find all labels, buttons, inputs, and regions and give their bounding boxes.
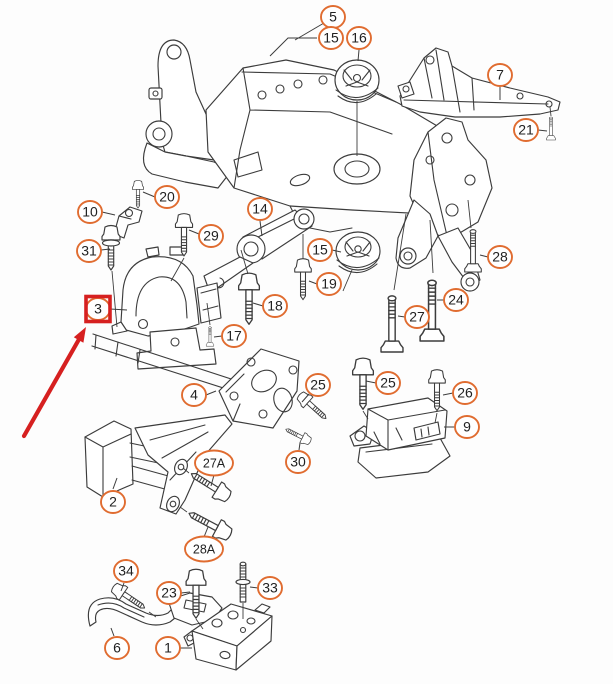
bolt-31 — [101, 224, 121, 271]
svg-text:19: 19 — [321, 276, 337, 292]
callout-14: 14 — [247, 197, 273, 237]
svg-text:10: 10 — [82, 204, 98, 220]
stud-33-drawing — [235, 561, 251, 603]
pendulum-support-14-drawing — [203, 208, 315, 294]
callout-28a: 28A — [184, 526, 224, 563]
svg-text:31: 31 — [81, 243, 97, 259]
support-bracket-2-drawing — [84, 414, 233, 515]
svg-text:33: 33 — [262, 580, 278, 596]
callout-25: 25 — [365, 371, 401, 395]
assembly-axis-lines — [111, 101, 552, 630]
callout-5: 5 — [294, 5, 346, 41]
bolt-19 — [294, 258, 312, 301]
svg-text:25: 25 — [380, 375, 396, 391]
callout-34: 34 — [113, 559, 139, 592]
callout-4: 4 — [181, 383, 217, 407]
highlight-arrow — [21, 327, 86, 439]
svg-text:21: 21 — [518, 122, 534, 138]
svg-text:20: 20 — [159, 189, 175, 205]
svg-text:5: 5 — [329, 9, 337, 25]
callout-7: 7 — [487, 63, 513, 100]
callout-23: 23 — [156, 581, 191, 605]
callout-15: 15 — [307, 238, 342, 262]
callout-17: 17 — [213, 324, 247, 348]
svg-text:14: 14 — [252, 201, 268, 217]
svg-text:28: 28 — [492, 249, 508, 265]
callout-26: 26 — [442, 381, 478, 405]
callout-15: 15 — [269, 26, 344, 57]
svg-text:3: 3 — [94, 301, 102, 317]
bolt-27 — [380, 295, 404, 353]
callout-29: 29 — [188, 224, 224, 248]
callout-25: 25 — [301, 373, 331, 403]
bolt-30 — [282, 423, 314, 448]
strap-6-drawing — [87, 592, 223, 627]
callout-31: 31 — [76, 239, 111, 263]
callout-24: 24 — [437, 288, 469, 312]
support-block-1-drawing — [183, 603, 273, 671]
svg-text:6: 6 — [113, 640, 121, 656]
callout-33: 33 — [249, 576, 283, 600]
svg-text:30: 30 — [290, 454, 306, 470]
svg-text:15: 15 — [323, 30, 339, 46]
callout-30: 30 — [285, 442, 311, 474]
callout-28: 28 — [479, 245, 513, 269]
callout-10: 10 — [77, 200, 116, 224]
svg-text:27A: 27A — [203, 457, 226, 471]
svg-text:1: 1 — [164, 640, 172, 656]
svg-text:27: 27 — [409, 309, 425, 325]
callout-9: 9 — [444, 415, 480, 439]
svg-text:23: 23 — [161, 585, 177, 601]
svg-text:16: 16 — [351, 30, 367, 46]
callout-16: 16 — [346, 26, 372, 62]
bracket-10-drawing — [113, 206, 143, 239]
svg-text:15: 15 — [312, 242, 328, 258]
callout-19: 19 — [308, 272, 342, 296]
bolt-17 — [205, 326, 215, 347]
callout-27: 27 — [397, 305, 430, 329]
callout-6: 6 — [104, 627, 130, 660]
bolt-20 — [132, 180, 144, 209]
bushing-15-drawing — [335, 231, 381, 274]
svg-text:7: 7 — [496, 67, 504, 83]
callout-18: 18 — [252, 294, 288, 318]
bolt-25-vertical — [351, 357, 375, 410]
callout-1: 1 — [155, 636, 192, 660]
svg-text:26: 26 — [457, 385, 473, 401]
bolt-18 — [237, 272, 261, 325]
bracket-4-drawing — [218, 348, 300, 429]
svg-text:4: 4 — [190, 387, 198, 403]
highlight-box — [84, 294, 112, 324]
bolt-21 — [546, 116, 556, 141]
bracket-7-drawing — [397, 47, 561, 118]
callout-2: 2 — [100, 477, 126, 514]
svg-text:29: 29 — [203, 228, 219, 244]
svg-text:25: 25 — [310, 377, 326, 393]
callout-21: 21 — [513, 118, 548, 142]
svg-text:18: 18 — [267, 298, 283, 314]
svg-text:9: 9 — [463, 419, 471, 435]
callout-20: 20 — [142, 185, 180, 209]
svg-text:2: 2 — [109, 494, 117, 510]
svg-text:24: 24 — [448, 292, 464, 308]
gearbox-mount-9-drawing — [349, 397, 451, 479]
callout-3: 3 — [84, 294, 128, 324]
callout-27a: 27A — [194, 449, 234, 487]
svg-text:28A: 28A — [193, 543, 216, 557]
drawing-layer — [84, 39, 561, 671]
svg-text:34: 34 — [118, 563, 134, 579]
svg-text:17: 17 — [226, 328, 242, 344]
subframe-drawing — [142, 39, 493, 292]
bushing-16-drawing — [334, 59, 380, 104]
engine-mount-3-drawing — [91, 246, 269, 402]
